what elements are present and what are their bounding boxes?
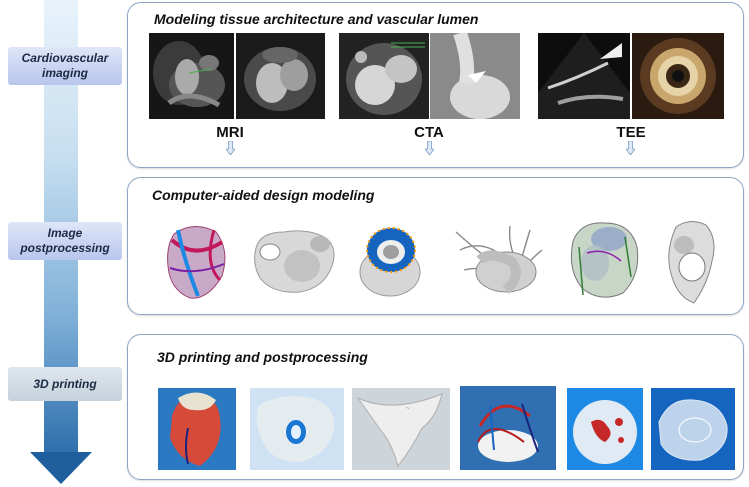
printed-valve-leaflet-photo: ~	[352, 388, 450, 470]
modality-label-cta: CTA	[414, 124, 444, 141]
modality-label-mri: MRI	[216, 124, 244, 141]
cad-model-heart-vessels	[167, 226, 226, 299]
cta-image-1	[339, 33, 429, 119]
cad-model-aortic-root	[254, 230, 335, 293]
stage-label-imaging-text: Cardiovascular imaging	[21, 51, 109, 80]
printed-heart-photo	[158, 388, 236, 470]
printed-vascular-model-photo	[460, 386, 556, 470]
stage-label-postprocessing: Image postprocessing	[8, 222, 122, 260]
stage-label-imaging: Cardiovascular imaging	[8, 47, 122, 85]
flow-arrow-head	[30, 452, 92, 484]
panel-cad-title: Computer-aided design modeling	[152, 187, 375, 203]
stage-label-printing: 3D printing	[8, 367, 122, 401]
tee-image-2	[632, 33, 724, 119]
down-arrow-icon-tee	[626, 141, 635, 155]
stage-label-postprocessing-text: Image postprocessing	[20, 226, 110, 255]
down-arrow-icon-cta	[425, 141, 434, 155]
down-arrow-icon-mri	[226, 141, 235, 155]
panel-printing-title: 3D printing and postprocessing	[157, 349, 368, 365]
panel-cad	[127, 177, 744, 315]
printed-transparent-model-photo	[651, 388, 735, 470]
svg-text:~: ~	[406, 406, 410, 412]
mri-image-2	[236, 33, 325, 119]
cad-model-heart-chambers	[570, 222, 639, 298]
cta-image-2	[430, 33, 520, 119]
cad-model-valve-stent	[359, 227, 421, 297]
tee-image-1	[538, 33, 630, 119]
panel-imaging-title: Modeling tissue architecture and vascula…	[154, 11, 479, 27]
cad-model-left-atrial-appendage	[668, 221, 715, 304]
printed-translucent-heart-photo	[567, 388, 643, 470]
cad-model-vascular-tree	[455, 225, 543, 294]
stage-label-printing-text: 3D printing	[33, 376, 97, 391]
modality-label-tee: TEE	[616, 124, 646, 141]
printed-aortic-root-photo	[250, 388, 344, 470]
mri-image-1	[149, 33, 234, 119]
